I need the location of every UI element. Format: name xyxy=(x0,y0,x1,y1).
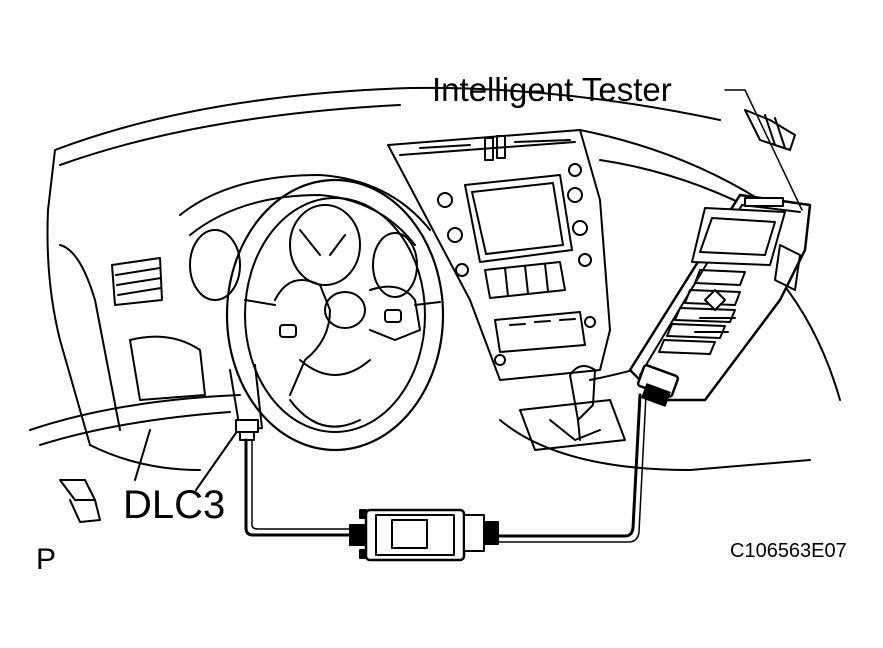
center-console xyxy=(387,129,611,381)
steering-wheel xyxy=(225,178,445,452)
cable-adapter-to-tester xyxy=(496,393,642,538)
figure-code: C106563E07 xyxy=(730,540,847,562)
page-marker: P xyxy=(36,543,57,576)
instrument-cluster xyxy=(179,174,431,301)
tester-leader-line xyxy=(724,89,803,211)
left-air-vent xyxy=(111,257,206,401)
dlc3-label: DLC3 xyxy=(123,483,226,527)
cable-dlc3-to-adapter xyxy=(244,438,352,537)
intelligent-tester-device xyxy=(628,193,812,407)
dlc3-leader-line xyxy=(195,429,239,491)
gear-shifter xyxy=(519,365,626,451)
dlc3-plug xyxy=(235,419,259,441)
adapter-box xyxy=(349,508,499,562)
tester-keypad xyxy=(658,269,746,355)
intelligent-tester-label: Intelligent Tester xyxy=(432,71,672,108)
